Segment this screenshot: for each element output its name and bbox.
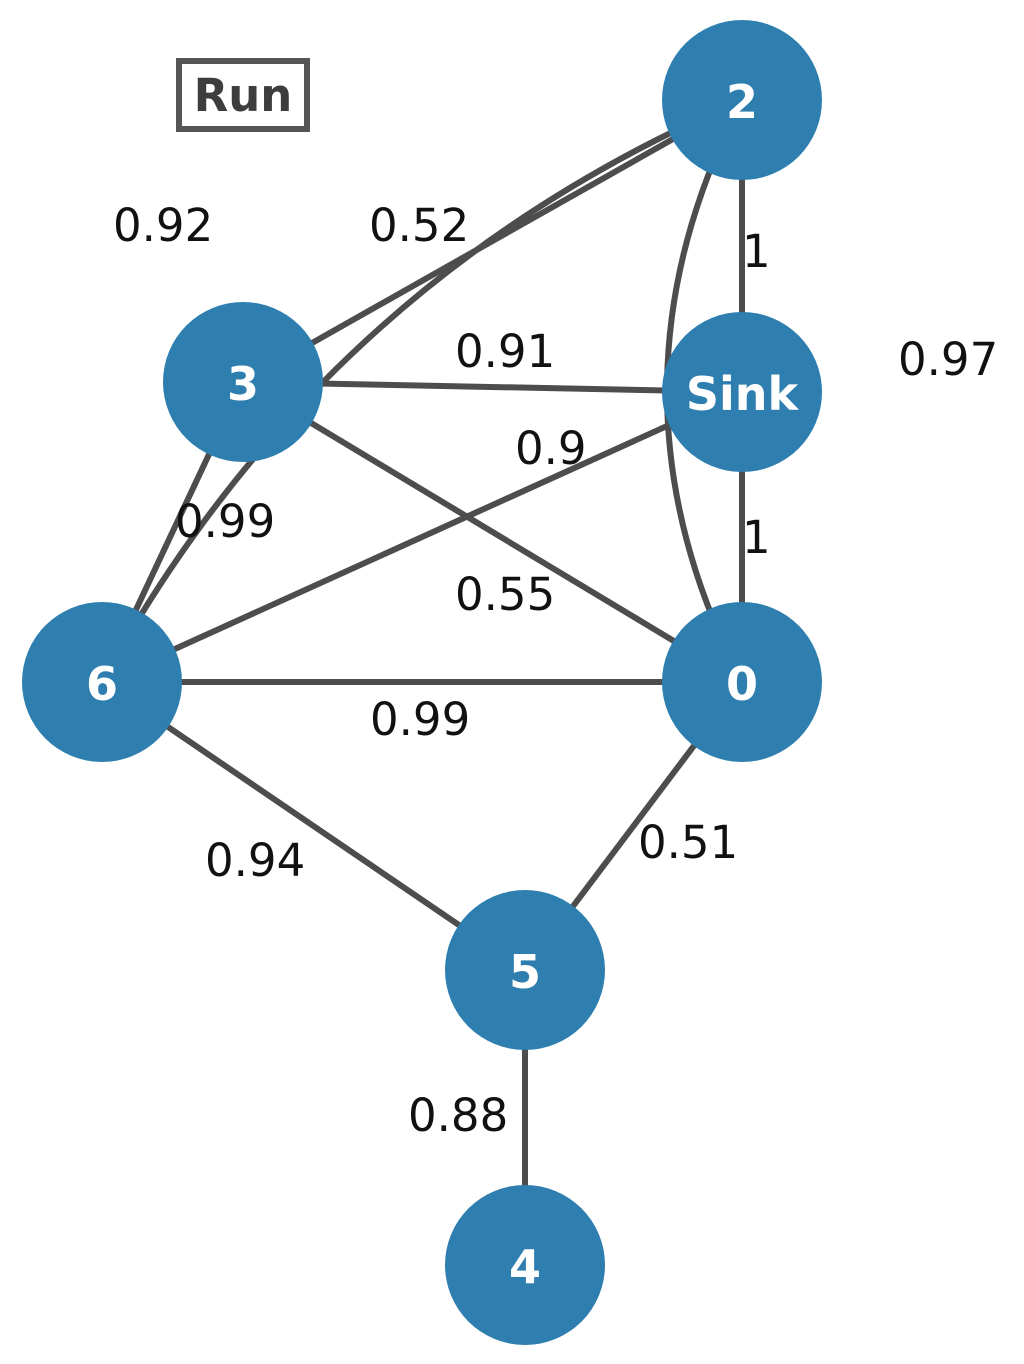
edge-weight-3-Sink: 0.91 [455,325,556,378]
nodes-layer: 2 3 Sink 6 0 5 4 [22,20,822,1345]
node-label-Sink: Sink [686,367,800,421]
node-Sink[interactable]: Sink [662,312,822,472]
node-label-4: 4 [509,1240,541,1294]
edge-3-2[interactable] [240,97,745,385]
edge-weight-Sink-6: 0.9 [515,422,587,475]
edge-3-Sink[interactable] [240,379,745,395]
node-label-6: 6 [86,657,118,711]
edge-weight-0-5: 0.51 [638,816,739,869]
run-button-label: Run [193,68,293,122]
edge-3-0[interactable] [240,379,745,685]
edge-Sink-6[interactable] [99,389,745,685]
edge-weight-3-6: 0.99 [175,495,276,548]
edge-weight-6-5: 0.94 [205,834,306,887]
node-3[interactable]: 3 [163,302,323,462]
edge-weight-2-Sink: 1 [742,225,771,278]
node-circle-6[interactable] [22,602,182,762]
edge-6-5[interactable] [99,679,528,973]
node-5[interactable]: 5 [445,890,605,1050]
node-circle-2[interactable] [662,20,822,180]
edge-weight-2-0: 0.97 [898,333,999,386]
edge-6-2[interactable] [99,97,745,685]
edge-weight-6-2: 0.92 [113,199,214,252]
node-label-5: 5 [509,945,541,999]
node-circle-0[interactable] [662,602,822,762]
node-circle-3[interactable] [163,302,323,462]
edge-weight-6-0: 0.99 [370,693,471,746]
node-label-2: 2 [726,75,758,129]
node-6[interactable]: 6 [22,602,182,762]
edge-weight-5-4: 0.88 [408,1089,509,1142]
node-2[interactable]: 2 [662,20,822,180]
node-label-0: 0 [726,657,758,711]
node-4[interactable]: 4 [445,1185,605,1345]
node-circle-4[interactable] [445,1185,605,1345]
edge-weight-3-0: 0.55 [455,568,556,621]
node-label-3: 3 [227,357,259,411]
run-button[interactable]: Run [176,58,310,132]
node-circle-Sink[interactable] [662,312,822,472]
edge-weight-3-2: 0.52 [369,199,470,252]
edge-weight-Sink-0: 1 [742,511,771,564]
node-circle-5[interactable] [445,890,605,1050]
node-0[interactable]: 0 [662,602,822,762]
